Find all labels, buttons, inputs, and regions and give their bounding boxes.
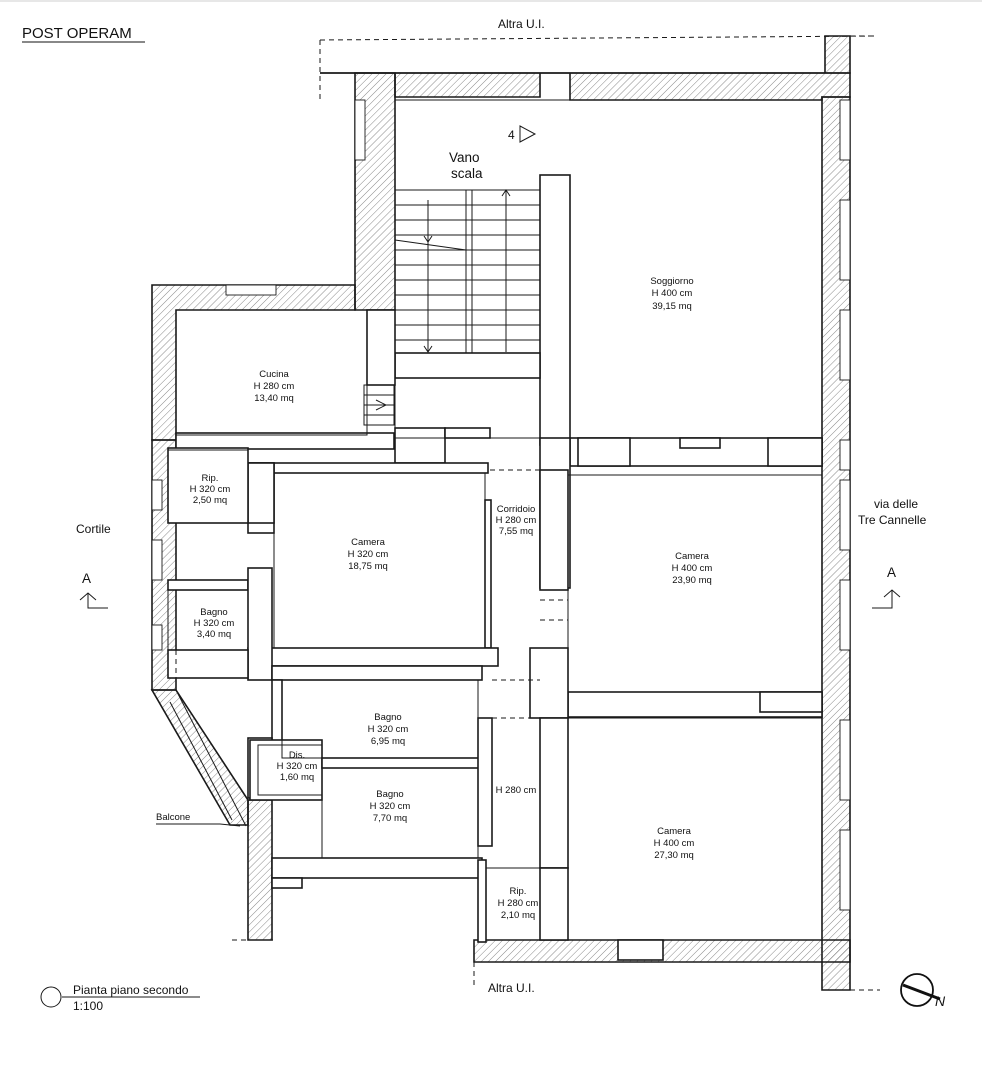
- room-corridoio-area: 7,55 mq: [499, 526, 533, 537]
- room-bagno-3-name: Bagno: [376, 789, 403, 800]
- room-rip-1-name: Rip.: [202, 473, 219, 484]
- street-label-line1: via delle: [874, 497, 918, 511]
- door-dashes: [168, 35, 876, 941]
- room-camera-1-name: Camera: [351, 537, 386, 548]
- room-camera-1: Camera H 320 cm 18,75 mq: [348, 537, 389, 572]
- street-label-line2: Tre Cannelle: [858, 513, 927, 527]
- room-cucina-name: Cucina: [259, 369, 289, 380]
- plan-title: POST OPERAM: [22, 25, 132, 42]
- legend-plan-name: Pianta piano secondo: [73, 983, 189, 997]
- room-bagno-1: Bagno H 320 cm 3,40 mq: [194, 607, 235, 640]
- section-marker-right: A: [872, 565, 901, 609]
- room-bagno-1-area: 3,40 mq: [197, 629, 231, 640]
- room-camera-3-name: Camera: [657, 826, 692, 837]
- room-rip-2-height: H 280 cm: [498, 898, 539, 909]
- stair-name-line2: scala: [451, 166, 483, 181]
- room-bagno-2: Bagno H 320 cm 6,95 mq: [368, 712, 409, 747]
- room-corridoio: Corridoio H 280 cm 7,55 mq: [496, 504, 537, 537]
- room-camera-2: Camera H 400 cm 23,90 mq: [672, 551, 713, 586]
- legend-scale: 1:100: [73, 999, 103, 1013]
- room-camera-1-height: H 320 cm: [348, 549, 389, 560]
- balcony-rail: [175, 689, 247, 827]
- legend: Pianta piano secondo 1:100: [40, 983, 200, 1013]
- room-hall: H 280 cm: [496, 785, 537, 796]
- room-cucina: Cucina H 280 cm 13,40 mq: [254, 369, 295, 404]
- room-camera-1-area: 18,75 mq: [348, 561, 388, 572]
- room-camera-2-area: 23,90 mq: [672, 575, 712, 586]
- room-bagno-2-area: 6,95 mq: [371, 736, 405, 747]
- room-cucina-height: H 280 cm: [254, 381, 295, 392]
- north-arrow-icon: N: [900, 973, 946, 1009]
- room-camera-2-name: Camera: [675, 551, 710, 562]
- room-corridoio-height: H 280 cm: [496, 515, 537, 526]
- room-rip-1-height: H 320 cm: [190, 484, 231, 495]
- room-rip-1: Rip. H 320 cm 2,50 mq: [190, 473, 231, 506]
- room-bagno-3: Bagno H 320 cm 7,70 mq: [370, 789, 411, 824]
- neighbor-top-label: Altra U.I.: [498, 17, 545, 31]
- room-dis-area: 1,60 mq: [280, 772, 314, 783]
- room-dis-height: H 320 cm: [277, 761, 318, 772]
- stair-name-line1: Vano: [449, 150, 480, 165]
- room-hall-height: H 280 cm: [496, 785, 537, 796]
- room-soggiorno: Soggiorno H 400 cm 39,15 mq: [650, 276, 693, 312]
- north-label: N: [935, 993, 946, 1009]
- room-bagno-2-height: H 320 cm: [368, 724, 409, 735]
- room-rip-1-area: 2,50 mq: [193, 495, 227, 506]
- staircase: [363, 189, 541, 426]
- room-cucina-area: 13,40 mq: [254, 393, 294, 404]
- room-rip-2-name: Rip.: [510, 886, 527, 897]
- section-marker-left-label: A: [82, 571, 91, 586]
- room-soggiorno-height: H 400 cm: [652, 288, 693, 299]
- windows-right: [839, 99, 851, 911]
- room-camera-2-height: H 400 cm: [672, 563, 713, 574]
- neighbor-bottom-label: Altra U.I.: [488, 981, 535, 995]
- section-marker-left: A: [79, 571, 108, 609]
- room-soggiorno-area: 39,15 mq: [652, 301, 692, 312]
- room-soggiorno-name: Soggiorno: [650, 276, 693, 287]
- room-bagno-1-height: H 320 cm: [194, 618, 235, 629]
- legend-circle-icon: [40, 986, 62, 1008]
- section-marker-right-label: A: [887, 565, 896, 580]
- room-bagno-2-name: Bagno: [374, 712, 401, 723]
- room-camera-3: Camera H 400 cm 27,30 mq: [654, 826, 695, 861]
- room-rip-2: Rip. H 280 cm 2,10 mq: [498, 886, 539, 921]
- stair-number: 4: [508, 128, 515, 142]
- room-bagno-3-height: H 320 cm: [370, 801, 411, 812]
- room-camera-3-height: H 400 cm: [654, 838, 695, 849]
- stair-up-triangle-icon: [519, 125, 537, 143]
- balcony-label: Balcone: [156, 812, 190, 823]
- room-rip-2-area: 2,10 mq: [501, 910, 535, 921]
- room-dis: Dis. H 320 cm 1,60 mq: [277, 750, 318, 783]
- room-bagno-1-name: Bagno: [200, 607, 227, 618]
- room-camera-3-area: 27,30 mq: [654, 850, 694, 861]
- room-bagno-3-area: 7,70 mq: [373, 813, 407, 824]
- windows-left: [151, 99, 366, 651]
- room-corridoio-name: Corridoio: [497, 504, 536, 515]
- courtyard-label: Cortile: [76, 522, 111, 536]
- room-dis-name: Dis.: [289, 750, 305, 761]
